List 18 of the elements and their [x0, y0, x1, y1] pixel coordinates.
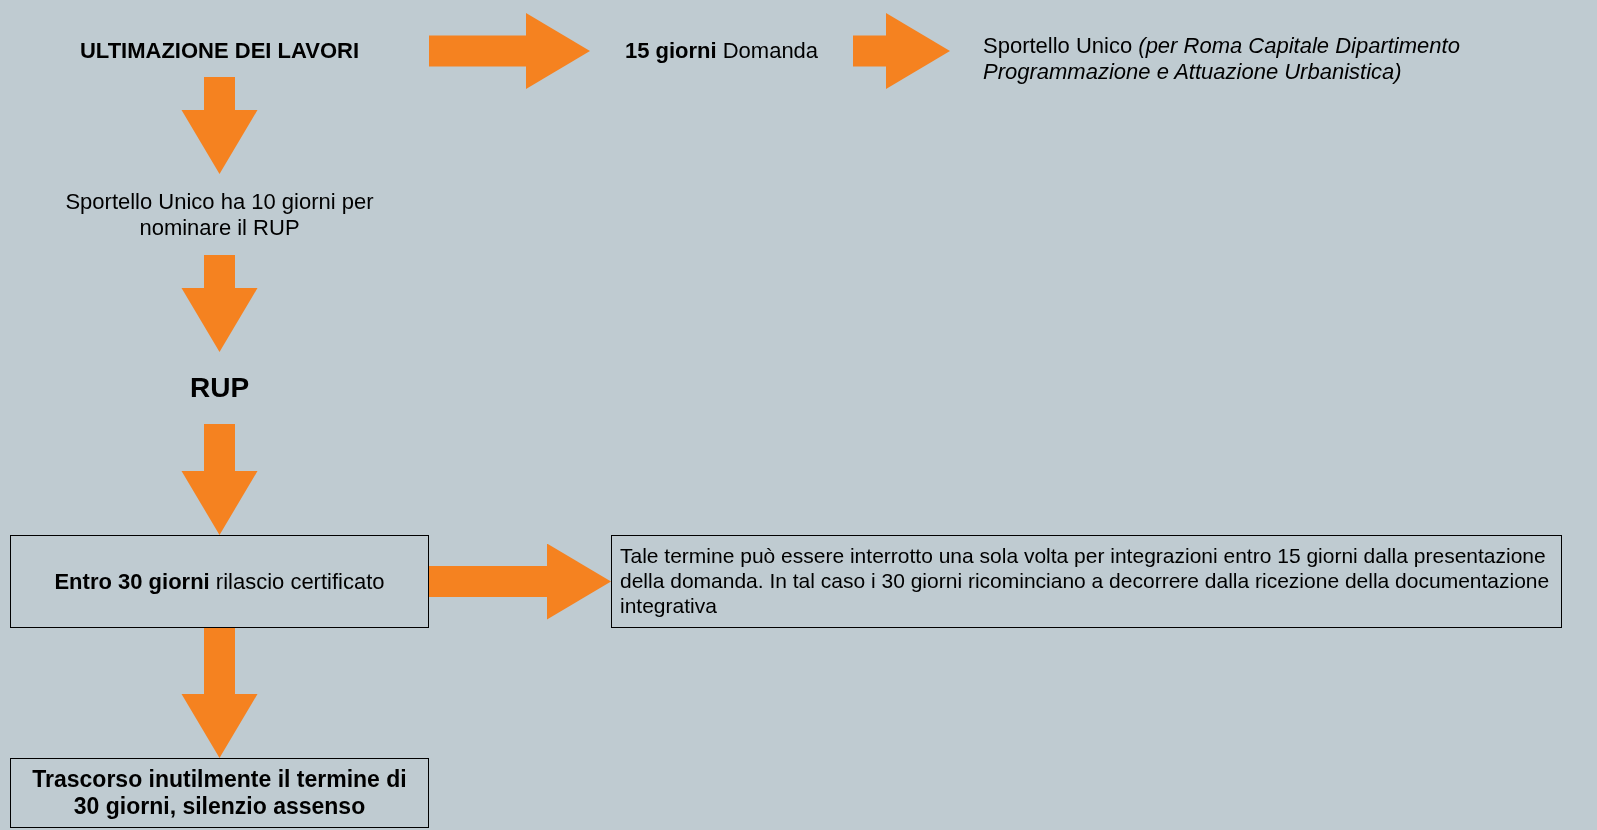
step-text: Entro 30 giorni rilascio certificato: [54, 568, 385, 595]
process-box: [611, 535, 1562, 628]
step-text: ULTIMAZIONE DEI LAVORI: [79, 38, 360, 64]
block-arrow: [181, 628, 258, 758]
step-text: Sportello Unico (per Roma Capitale Dipartimento Programmazione e Attuazione Urbanistica): [983, 33, 1461, 85]
step-text: RUP: [189, 371, 250, 405]
step-text: Tale termine può essere interrotto una sola volta per integrazioni entro 15 giorni dalla presentazione della domanda. In tal caso i 30 giorni ricominciano a decorrere dalla ricezione della documentazione integrativa: [620, 544, 1551, 619]
step-text: Trascorso inutilmente il termine di 30 giorni, silenzio assenso: [31, 765, 408, 821]
step-text: 15 giorni Domanda: [624, 38, 819, 64]
block-arrow: [429, 543, 611, 620]
process-box: [10, 535, 429, 628]
block-arrow: [181, 424, 258, 535]
process-box: [10, 758, 429, 828]
block-arrow: [853, 13, 950, 89]
block-arrow: [429, 13, 590, 89]
step-text: Sportello Unico ha 10 giorni per nominare il RUP: [64, 188, 375, 241]
block-arrow: [181, 77, 258, 174]
block-arrow: [181, 255, 258, 352]
